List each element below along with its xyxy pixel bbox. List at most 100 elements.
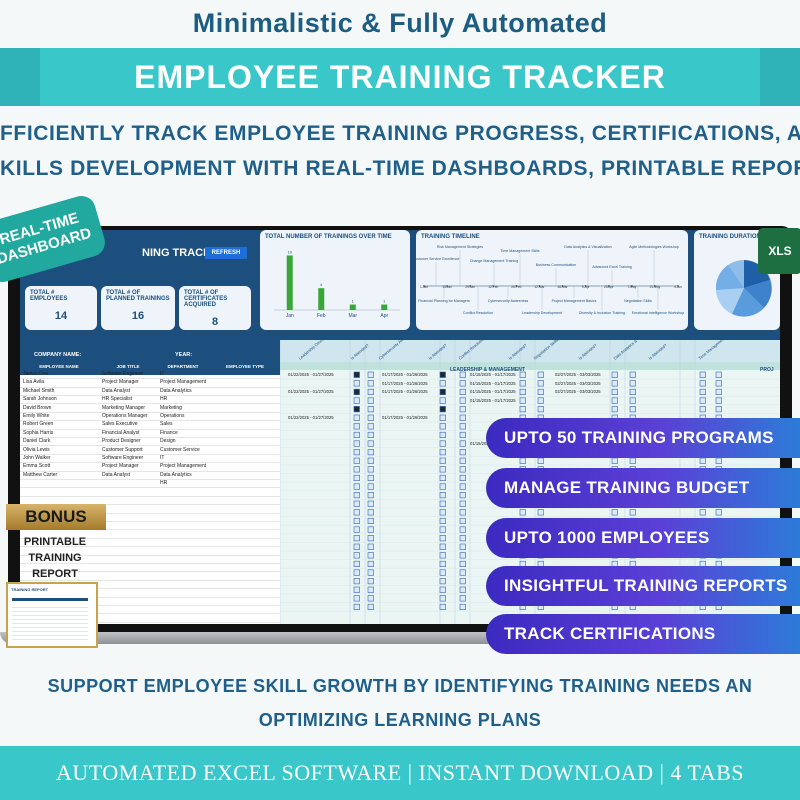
attended-checkbox[interactable] <box>353 466 360 473</box>
attended-checkbox[interactable] <box>367 474 374 481</box>
col-employee-name[interactable]: EMPLOYEE NAME <box>20 363 98 370</box>
attended-checkbox[interactable] <box>537 457 544 464</box>
attended-checkbox[interactable] <box>367 586 374 593</box>
attended-checkbox[interactable] <box>353 578 360 585</box>
table-row[interactable] <box>20 530 280 539</box>
attended-checkbox[interactable] <box>459 449 466 456</box>
date-range-cell[interactable]: 01/15/2025 - 01/17/2025 <box>470 372 516 377</box>
attended-checkbox[interactable] <box>439 500 446 507</box>
table-cell[interactable]: Sophia Harris <box>23 429 54 436</box>
attended-checkbox[interactable] <box>611 371 618 378</box>
attended-checkbox[interactable] <box>459 474 466 481</box>
attended-checkbox[interactable] <box>367 423 374 430</box>
attended-checkbox[interactable] <box>439 380 446 387</box>
attended-checkbox[interactable] <box>439 406 446 413</box>
attended-checkbox[interactable] <box>439 509 446 516</box>
attended-checkbox[interactable] <box>699 509 706 516</box>
attended-checkbox[interactable] <box>537 397 544 404</box>
attended-checkbox[interactable] <box>353 388 360 396</box>
attended-checkbox[interactable] <box>439 457 446 464</box>
table-row[interactable] <box>20 496 280 506</box>
attended-checkbox[interactable] <box>439 449 446 456</box>
attended-checkbox[interactable] <box>519 371 526 378</box>
attended-checkbox[interactable] <box>629 397 636 404</box>
table-cell[interactable]: Software Engineer <box>102 371 144 377</box>
attended-checkbox[interactable] <box>459 578 466 585</box>
attended-checkbox[interactable] <box>367 543 374 550</box>
attended-checkbox[interactable] <box>367 397 374 404</box>
attended-checkbox[interactable] <box>353 406 360 413</box>
table-cell[interactable]: Olivia Lewis <box>23 446 50 453</box>
attended-checkbox[interactable] <box>353 414 360 421</box>
table-cell[interactable]: Operations <box>160 413 185 419</box>
table-cell[interactable]: Emma Scott <box>23 463 51 470</box>
table-row[interactable] <box>20 605 280 615</box>
attended-checkbox[interactable] <box>537 509 544 516</box>
attended-checkbox[interactable] <box>519 380 526 387</box>
table-row[interactable]: HR <box>20 479 280 489</box>
table-cell[interactable]: Project Manager <box>102 379 139 386</box>
attended-checkbox[interactable] <box>439 560 446 567</box>
attended-checkbox[interactable] <box>459 457 466 464</box>
table-cell[interactable]: Project Management <box>160 463 207 470</box>
date-range-cell[interactable]: 02/27/2025 - 03/03/2025 <box>555 372 601 377</box>
attended-checkbox[interactable] <box>367 603 374 611</box>
attended-checkbox[interactable] <box>367 388 374 396</box>
table-row[interactable] <box>20 614 280 623</box>
table-cell[interactable]: Marketing Manager <box>102 404 146 411</box>
attended-checkbox[interactable] <box>353 492 360 499</box>
attended-checkbox[interactable] <box>353 603 360 611</box>
attended-checkbox[interactable] <box>459 483 466 490</box>
date-range-cell[interactable]: 01/22/2025 - 01/27/2025 <box>288 389 334 395</box>
attended-checkbox[interactable] <box>439 586 446 593</box>
table-cell[interactable]: Customer Support <box>102 446 143 453</box>
attended-checkbox[interactable] <box>699 457 706 464</box>
attended-checkbox[interactable] <box>699 397 706 404</box>
attended-checkbox[interactable] <box>459 431 466 438</box>
table-row[interactable] <box>20 538 280 548</box>
attended-checkbox[interactable] <box>367 406 374 413</box>
table-cell[interactable]: Design <box>160 438 176 445</box>
attended-checkbox[interactable] <box>715 397 722 404</box>
attended-checkbox[interactable] <box>537 371 544 378</box>
table-row[interactable] <box>20 572 280 581</box>
attended-checkbox[interactable] <box>611 457 618 464</box>
table-cell[interactable]: Product Designer <box>102 438 141 445</box>
table-cell[interactable]: Finance <box>160 429 178 436</box>
table-row[interactable] <box>20 580 280 590</box>
attended-checkbox[interactable] <box>459 440 466 447</box>
attended-checkbox[interactable] <box>715 406 722 413</box>
attended-checkbox[interactable] <box>353 509 360 516</box>
attended-checkbox[interactable] <box>367 517 374 524</box>
attended-checkbox[interactable] <box>459 414 466 421</box>
table-cell[interactable]: HR <box>160 480 168 487</box>
table-cell[interactable]: Emily White <box>23 413 50 419</box>
attended-checkbox[interactable] <box>353 457 360 464</box>
attended-checkbox[interactable] <box>353 552 360 559</box>
table-row[interactable] <box>20 488 280 497</box>
attended-checkbox[interactable] <box>439 423 446 430</box>
attended-checkbox[interactable] <box>629 457 636 464</box>
attended-checkbox[interactable] <box>367 569 374 576</box>
attended-checkbox[interactable] <box>629 406 636 413</box>
table-cell[interactable]: Michael Smith <box>23 387 55 394</box>
attended-checkbox[interactable] <box>537 388 544 396</box>
table-row[interactable] <box>20 521 280 531</box>
date-range-cell[interactable]: 01/15/2025 - 01/17/2025 <box>470 397 516 403</box>
attended-checkbox[interactable] <box>459 371 466 378</box>
table-cell[interactable]: Robert Green <box>23 421 54 428</box>
date-range-cell[interactable]: 01/22/2025 - 01/27/2025 <box>288 372 334 377</box>
attended-checkbox[interactable] <box>367 500 374 507</box>
table-row[interactable] <box>20 513 280 522</box>
table-row[interactable] <box>20 555 280 564</box>
table-cell[interactable]: HR Specialist <box>102 396 133 403</box>
table-row[interactable] <box>20 563 280 573</box>
table-row[interactable] <box>20 588 280 598</box>
attended-checkbox[interactable] <box>459 552 466 559</box>
attended-checkbox[interactable] <box>353 535 360 542</box>
table-cell[interactable]: Lisa Avila <box>23 379 45 386</box>
